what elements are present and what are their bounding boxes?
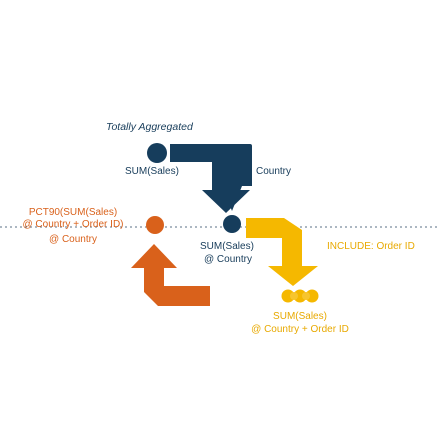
totally-aggregated-label: Totally Aggregated [106, 121, 193, 133]
navy-arrow-stem [212, 145, 240, 191]
order-id-dot-4 [290, 292, 298, 300]
gold-arrow-stem [246, 218, 302, 268]
order-id-dot-3 [305, 289, 319, 303]
top-sum-sales-label: SUM(Sales) [125, 166, 179, 177]
order-id-dot-5 [302, 292, 310, 300]
totally-aggregated-dot [147, 143, 167, 163]
include-order-id-label: INCLUDE: Order ID [327, 241, 415, 252]
mid-sum-sales-label: SUM(Sales) [200, 241, 254, 252]
country-label: Country [256, 166, 292, 177]
orange-arrow-stem [144, 268, 210, 306]
navy-arrow-top [170, 145, 218, 162]
navy-arrow-head [202, 190, 250, 213]
pct90-line3: @ Country [49, 234, 97, 245]
pct90-dot [146, 216, 164, 234]
bottom-sum-sales-label: SUM(Sales) [273, 311, 327, 322]
pct90-line1: PCT90(SUM(Sales) [28, 207, 118, 218]
order-id-dot-1 [281, 289, 295, 303]
pct90-line2: @ Country + Order ID) [22, 219, 124, 230]
order-id-dot-2 [293, 289, 307, 303]
bottom-at-country-order-label: @ Country + Order ID [251, 324, 349, 335]
gold-arrow-head [268, 266, 318, 286]
country-dot [223, 215, 241, 233]
orange-arrow-head [131, 244, 177, 268]
mid-at-country-label: @ Country [204, 254, 252, 265]
